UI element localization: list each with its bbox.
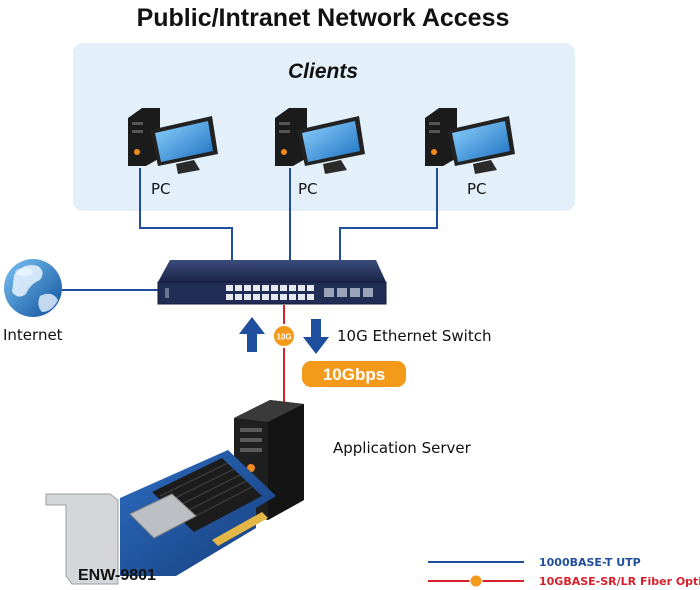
globe-icon — [4, 259, 62, 317]
network-card — [45, 450, 276, 585]
switch — [157, 260, 387, 305]
fiber-badge: 10G — [272, 324, 296, 348]
switch-ports — [226, 285, 314, 300]
server-label: Application Server — [333, 439, 472, 457]
download-arrow-icon — [303, 319, 329, 354]
pc3-link — [339, 168, 438, 262]
pc-3-label: PC — [467, 180, 487, 198]
utp-links — [62, 168, 438, 291]
internet-label: Internet — [3, 326, 63, 344]
upload-arrow-icon — [239, 317, 265, 352]
speed-badge — [302, 361, 406, 387]
diagram-title: Public/Intranet Network Access — [137, 4, 510, 32]
pc-3 — [425, 108, 515, 174]
pc-2-label: PC — [298, 180, 318, 198]
card-label: ENW-9801 — [78, 567, 156, 584]
pc-1-label: PC — [151, 180, 171, 198]
legend-fiber-label: 10GBASE-SR/LR Fiber Optic — [539, 575, 700, 588]
fiber-badge-text: 10G — [276, 333, 291, 342]
pc-1 — [128, 108, 218, 174]
legend-utp-label: 1000BASE-T UTP — [539, 556, 641, 569]
switch-label: 10G Ethernet Switch — [337, 327, 491, 345]
speed-badge-text: 10Gbps — [323, 365, 385, 384]
pc1-link — [139, 168, 233, 262]
pc-2 — [275, 108, 365, 174]
legend-fiber-badge-icon — [469, 574, 483, 588]
clients-heading: Clients — [288, 60, 358, 83]
legend: 1000BASE-T UTP 10GBASE-SR/LR Fiber Optic — [428, 556, 700, 588]
